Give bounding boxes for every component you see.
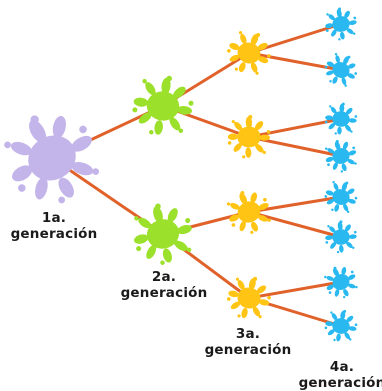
generation-2-splat-top — [129, 71, 197, 140]
generation-1-word: generación — [10, 226, 98, 242]
generation-1-number: 1a. — [41, 210, 67, 226]
generation-4-label: 4a. generación — [296, 359, 382, 391]
generation-4-splat-8 — [322, 307, 360, 344]
generation-4-splat-4 — [320, 135, 362, 177]
generation-3-splat-2 — [226, 114, 272, 159]
generation-4-splat-1 — [322, 4, 360, 43]
generation-4-number: 4a. — [329, 359, 355, 375]
generation-4-splat-3 — [324, 101, 358, 136]
generation-3-splat-3 — [220, 183, 278, 241]
link-g3c-g4e — [247, 195, 343, 214]
generation-4-splat-6 — [323, 218, 359, 255]
generation-3-number: 3a. — [235, 326, 261, 342]
generation-3-word: generación — [204, 342, 292, 358]
generation-3-splat-4 — [223, 272, 275, 324]
generation-2-word: generación — [120, 285, 208, 301]
generation-2-label: 2a. generación — [112, 269, 216, 301]
generation-4-splat-7 — [318, 259, 363, 304]
generation-1-splat — [0, 95, 114, 220]
generation-4-splat-5 — [321, 176, 362, 217]
generation-4-word: generación — [298, 375, 382, 391]
generation-2-number: 2a. — [151, 269, 177, 285]
generation-2-splat-bottom — [125, 196, 200, 271]
generation-4-splat-2 — [319, 48, 363, 92]
generation-1-label: 1a. generación — [8, 210, 100, 242]
generation-3-label: 3a. generación — [196, 326, 300, 358]
generation-3-splat-1 — [221, 24, 277, 81]
link-g3d-g4g — [247, 280, 343, 300]
